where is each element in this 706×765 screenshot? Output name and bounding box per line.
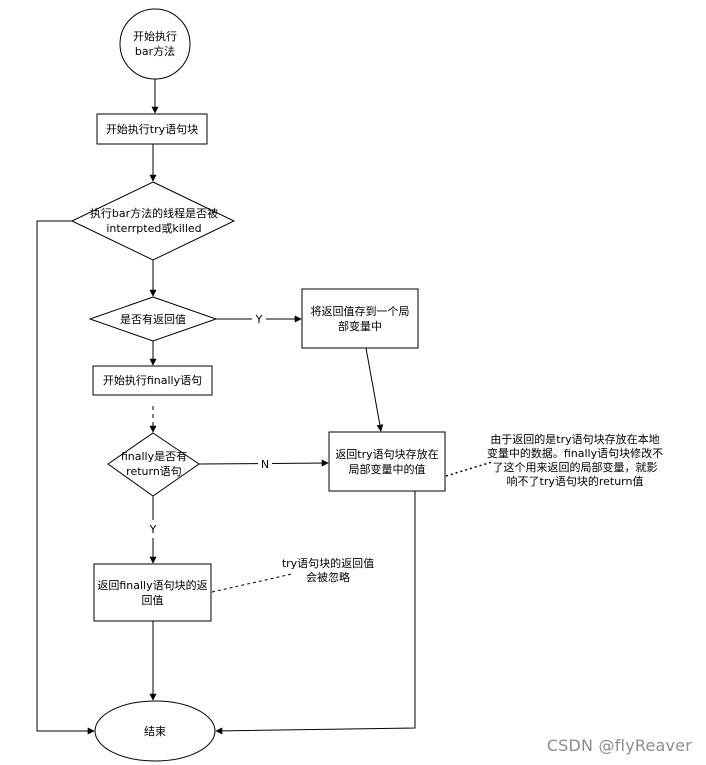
end-node-shape: [94, 700, 216, 762]
return-try-node-shape: [328, 431, 446, 492]
note-explain-connector: [445, 461, 493, 477]
watermark: CSDN @flyReaver: [546, 736, 692, 755]
killed-check-decision-label: 执行bar方法的线程是否被 interrpted或killed: [89, 207, 219, 235]
edge-killed-to-end: [36, 220, 95, 735]
return-try-node-label: 返回try语句块存放在 局部变量中的值: [335, 447, 439, 476]
finally-exec-node-label: 开始执行finally语句: [102, 374, 203, 387]
store-local-node-shape: [301, 288, 419, 349]
try-block-node-label: 开始执行try语句块: [105, 122, 199, 136]
edge-return-try-to-end: [215, 491, 416, 735]
store-local-node-label: 将返回值存到一个局 部变量中: [310, 304, 410, 333]
return-finally-node-label: 返回finally语句块的返 回值: [97, 578, 208, 607]
end-node-label: 结束: [144, 724, 166, 738]
edge-label-yes-store: Y: [252, 310, 266, 328]
note-ignored: try语句块的返回值 会被忽略: [281, 557, 375, 584]
edge-store-local-to-return-try: [365, 347, 384, 432]
note-explain: 由于返回的是try语句块存放在本地 变量中的数据。finally语句块修改不 了…: [486, 433, 664, 488]
finally-return-decision-label: finally是否有 return语句: [120, 450, 188, 478]
try-block-node-shape: [96, 113, 208, 145]
edge-label-no: N: [258, 455, 272, 473]
note-ignored-connector: [211, 573, 293, 593]
has-return-decision-label: 是否有返回值: [120, 312, 186, 326]
edge-label-yes-finally: Y: [146, 520, 160, 538]
start-node-label: 开始执行 bar方法: [133, 30, 177, 58]
finally-exec-node-shape: [92, 365, 213, 396]
return-finally-node-shape: [93, 563, 212, 622]
